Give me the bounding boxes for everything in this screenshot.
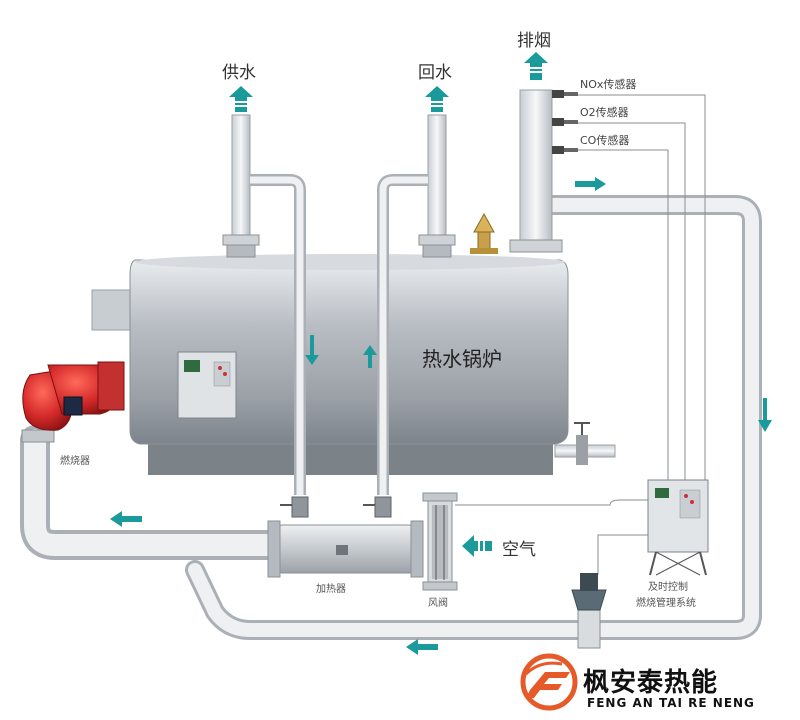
label-air: 空气 xyxy=(502,540,536,560)
air-damper xyxy=(422,492,458,591)
recirculation-pipes xyxy=(20,195,762,640)
return-riser xyxy=(377,114,456,495)
brand-name-cn: 枫安泰热能 xyxy=(583,668,719,698)
label-exhaust: 排烟 xyxy=(517,31,551,51)
label-co-sensor: CO传感器 xyxy=(580,134,630,147)
burner xyxy=(21,361,125,443)
drain-valve xyxy=(554,422,616,465)
brand-name-en: FENG AN TAI RE NENG xyxy=(587,696,755,710)
exhaust-chimney xyxy=(509,89,578,253)
flow-control-valve xyxy=(571,573,607,649)
down-arrow-icon xyxy=(758,398,772,432)
heater xyxy=(267,496,424,578)
label-control-line2: 燃烧管理系统 xyxy=(636,598,696,609)
supply-up-arrow-icon xyxy=(229,86,253,112)
right-arrow-icon xyxy=(575,177,606,191)
exhaust-up-arrow-icon xyxy=(524,52,548,80)
control-cabinet xyxy=(647,479,709,576)
label-nox-sensor: NOx传感器 xyxy=(580,78,637,91)
label-air-valve: 风阀 xyxy=(428,598,448,609)
label-control-line1: 及时控制 xyxy=(648,582,688,593)
label-burner: 燃烧器 xyxy=(60,456,90,467)
down-arrow-icon xyxy=(305,335,319,365)
return-up-arrow-icon xyxy=(425,86,449,112)
up-arrow-icon xyxy=(363,345,377,368)
label-return-water: 回水 xyxy=(418,63,452,83)
air-intake-arrow-icon xyxy=(462,535,492,557)
label-heater: 加热器 xyxy=(316,584,346,595)
flow-arrows xyxy=(110,52,772,655)
left-arrow-icon xyxy=(110,511,142,527)
label-supply-water: 供水 xyxy=(222,63,256,83)
boiler-shell xyxy=(91,254,569,475)
supply-riser xyxy=(222,114,306,495)
label-boiler: 热水锅炉 xyxy=(422,347,502,371)
left-arrow-icon xyxy=(406,639,438,655)
label-o2-sensor: O2传感器 xyxy=(580,106,629,119)
safety-valve xyxy=(470,212,498,254)
brand-logo-icon xyxy=(520,653,578,711)
sensor-signal-lines xyxy=(455,94,706,575)
